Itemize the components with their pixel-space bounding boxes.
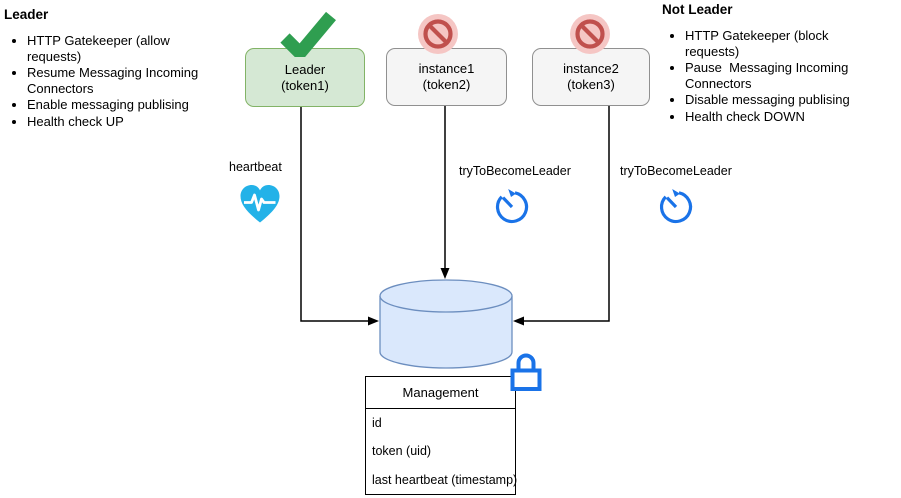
leader-panel-title: Leader (4, 7, 49, 22)
timer-icon (659, 189, 693, 224)
leader-node: Leader (token1) (245, 48, 365, 107)
management-table-header: Management (366, 377, 515, 409)
instance1-node-token: (token2) (422, 77, 471, 92)
not-leader-panel-item: HTTP Gatekeeper (block requests) (685, 28, 883, 59)
not-leader-panel-list: HTTP Gatekeeper (block requests) Pause M… (662, 28, 900, 124)
arrowhead-instance1-to-db (440, 268, 450, 279)
not-leader-panel-item: Pause Messaging Incoming Connectors (685, 60, 883, 91)
not-leader-panel-item: Health check DOWN (685, 109, 883, 125)
leader-panel: Leader HTTP Gatekeeper (allow requests) … (4, 7, 244, 130)
heartbeat-icon (240, 185, 280, 223)
leader-node-name: Leader (284, 61, 326, 77)
instance1-node: instance1 (token2) (386, 48, 507, 106)
leader-panel-list: HTTP Gatekeeper (allow requests) Resume … (4, 33, 244, 129)
leader-panel-item: HTTP Gatekeeper (allow requests) (27, 33, 225, 64)
edge-instance2-to-db (524, 106, 610, 322)
not-leader-panel-item: Disable messaging publising (685, 92, 883, 108)
leader-panel-item: Enable messaging publising (27, 97, 225, 113)
instance2-node: instance2 (token3) (532, 48, 650, 106)
not-leader-panel-title: Not Leader (662, 2, 733, 17)
arrowhead-instance2-to-db (513, 316, 524, 326)
table-row-last-heartbeat: last heartbeat (timestamp) (372, 472, 518, 487)
edge-leader-to-db (300, 107, 368, 322)
instance2-node-token: (token3) (567, 77, 615, 92)
leader-panel-item: Health check UP (27, 114, 225, 130)
management-table: Management id token (uid) last heartbeat… (365, 376, 518, 495)
leader-node-token: (token1) (281, 77, 329, 93)
not-leader-panel: Not Leader HTTP Gatekeeper (block reques… (662, 2, 900, 125)
try-to-become-leader-label: tryToBecomeLeader (620, 164, 732, 178)
leader-panel-item: Resume Messaging Incoming Connectors (27, 65, 225, 96)
instance1-node-name: instance1 (418, 61, 475, 76)
heartbeat-label: heartbeat (229, 160, 282, 174)
table-row-id: id (372, 416, 382, 431)
database-cylinder (379, 279, 513, 369)
timer-icon (495, 189, 529, 224)
table-row-token: token (uid) (372, 444, 432, 459)
try-to-become-leader-label: tryToBecomeLeader (459, 164, 571, 178)
instance2-node-name: instance2 (563, 61, 619, 76)
arrowhead-leader-to-db (368, 316, 379, 326)
